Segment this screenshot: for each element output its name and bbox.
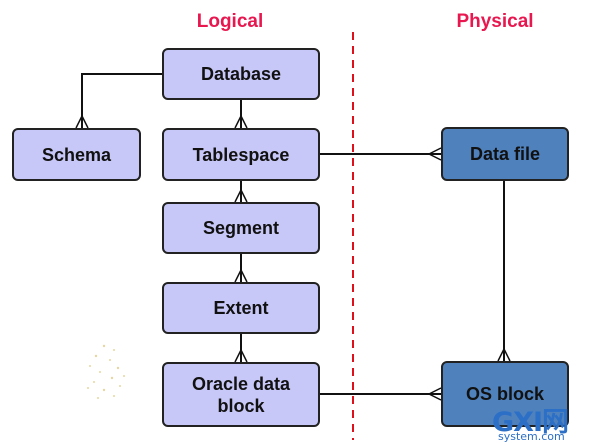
osblock-crowfoot-left: [428, 387, 442, 401]
extent-crowfoot: [234, 269, 248, 283]
segment-node: Segment: [162, 202, 320, 254]
schema-crowfoot: [75, 115, 89, 129]
sparkle-decoration: [87, 344, 125, 399]
tablespace-node: Tablespace: [162, 128, 320, 181]
database-label: Database: [200, 64, 282, 84]
oracleblock-crowfoot: [234, 349, 248, 363]
watermark-subtext: system.com: [498, 430, 565, 443]
physical-heading: Physical: [456, 11, 534, 32]
data-file-label: Data file: [469, 144, 541, 164]
os-block-label: OS block: [465, 384, 545, 404]
watermark-logo: GXI网 system.com: [492, 400, 586, 444]
schema-label: Schema: [41, 144, 112, 165]
database-node: Database: [162, 48, 320, 100]
oracle-data-block-node: Oracle data block: [162, 362, 320, 427]
os-block-node: OS block: [441, 361, 569, 427]
schema-node: Schema: [12, 128, 141, 181]
segment-label: Segment: [202, 218, 280, 238]
database-schema-link: [81, 73, 162, 128]
oracle-data-block-label: Oracle data block: [191, 373, 291, 416]
extent-node: Extent: [162, 282, 320, 334]
extent-label: Extent: [213, 298, 269, 318]
tablespace-crowfoot: [234, 115, 248, 129]
tablespace-label: Tablespace: [192, 144, 290, 165]
watermark-text: GXI网: [492, 407, 569, 438]
logical-heading: Logical: [196, 11, 264, 32]
segment-crowfoot: [234, 189, 248, 203]
osblock-crowfoot-top: [497, 348, 511, 362]
data-file-node: Data file: [441, 127, 569, 181]
datafile-crowfoot: [428, 147, 442, 161]
